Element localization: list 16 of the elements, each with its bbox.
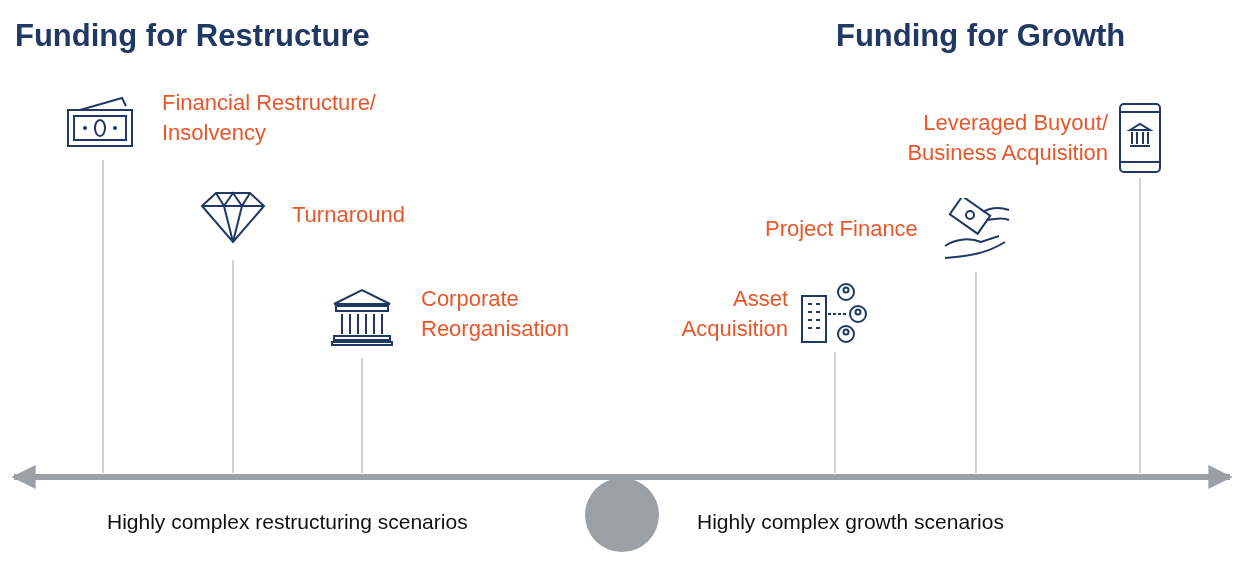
section-heading: Funding for Restructure [15, 18, 370, 54]
stem-line [834, 351, 836, 474]
stem-line [975, 271, 977, 474]
item-label: Financial Restructure/ Insolvency [162, 89, 377, 147]
scenario-caption: Highly complex growth scenarios [697, 510, 1004, 534]
section-heading: Funding for Growth [836, 18, 1126, 54]
item-label: Corporate Reorganisation [421, 285, 570, 343]
item-label: Turnaround [292, 201, 406, 229]
stem-line [102, 159, 104, 474]
stem-line [232, 259, 234, 474]
scenario-caption: Highly complex restructuring scenarios [107, 510, 468, 534]
item-label: Leveraged Buyout/ Business Acquisition [906, 109, 1108, 167]
item-label: Asset Acquisition [680, 285, 788, 343]
stem-line [361, 357, 363, 474]
stem-line [1139, 177, 1141, 474]
item-label: Project Finance [765, 215, 919, 243]
